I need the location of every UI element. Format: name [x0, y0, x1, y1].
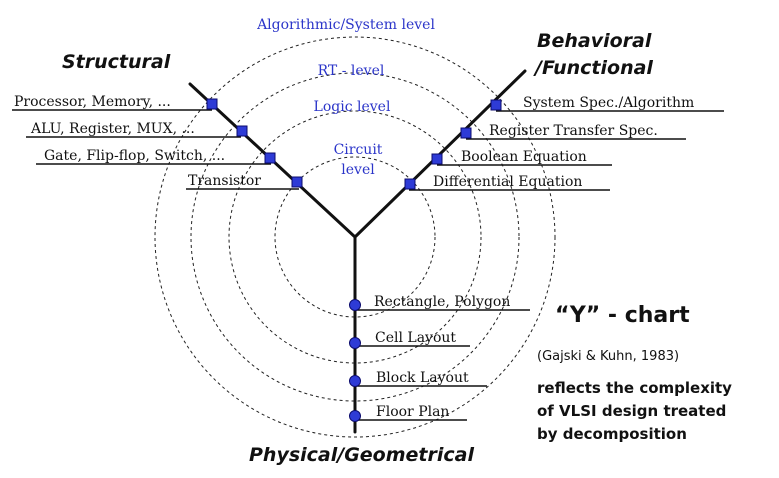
node-structural-circuit [291, 176, 303, 188]
physical-item-block-layout: Block Layout [376, 370, 469, 386]
structural-item-transistor: Transistor [188, 173, 261, 189]
node-behavioral-logic [431, 153, 443, 165]
chart-title: “Y” - chart [555, 303, 690, 328]
node-behavioral-rt [460, 127, 472, 139]
structural-item-gate: Gate, Flip-flop, Switch, ... [44, 148, 225, 164]
citation: (Gajski & Kuhn, 1983) [537, 349, 679, 364]
behavioral-item-register-transfer: Register Transfer Spec. [489, 123, 658, 139]
physical-item-rectangle: Rectangle, Polygon [374, 294, 510, 310]
level-label-algorithmic: Algorithmic/System level [256, 17, 435, 33]
caption: “Y” - chart (Gajski & Kuhn, 1983) reflec… [537, 303, 732, 443]
level-label-rt: RT - level [318, 63, 385, 79]
axis-title-behavioral-line2: /Functional [533, 57, 653, 79]
structural-item-processor: Processor, Memory, ... [14, 94, 171, 110]
node-behavioral-circuit [404, 178, 416, 190]
behavioral-item-boolean: Boolean Equation [461, 149, 587, 165]
node-behavioral-system [490, 99, 502, 111]
node-structural-logic [264, 152, 276, 164]
label-underlines [12, 109, 724, 421]
ring-rt [190, 72, 520, 402]
physical-item-cell-layout: Cell Layout [375, 330, 456, 346]
level-label-circuit-line1: Circuit [334, 142, 383, 158]
structural-item-alu: ALU, Register, MUX, ... [30, 121, 195, 137]
axis-titles: Structural Behavioral /Functional Physic… [62, 30, 653, 466]
ring-logic [228, 110, 482, 364]
physical-item-floor-plan: Floor Plan [376, 404, 449, 420]
structural-items: Processor, Memory, ... ALU, Register, MU… [14, 94, 261, 189]
description-line-3: by decomposition [537, 425, 687, 443]
level-label-circuit-line2: level [341, 162, 375, 178]
node-structural-system [206, 98, 218, 110]
behavioral-item-differential: Differential Equation [433, 174, 582, 190]
axis-title-behavioral-line1: Behavioral [537, 30, 652, 52]
node-physical-circuit [349, 299, 361, 311]
abstraction-rings [154, 36, 556, 438]
node-physical-system [349, 410, 361, 422]
level-label-logic: Logic level [314, 99, 391, 115]
behavioral-items: System Spec./Algorithm Register Transfer… [433, 95, 694, 190]
description-line-1: reflects the complexity [537, 379, 732, 397]
level-labels: Algorithmic/System level RT - level Logi… [256, 17, 435, 178]
node-physical-logic [349, 337, 361, 349]
ring-algorithmic [154, 36, 556, 438]
node-physical-rt [349, 375, 361, 387]
node-structural-rt [236, 125, 248, 137]
physical-items: Rectangle, Polygon Cell Layout Block Lay… [374, 294, 510, 420]
description-line-2: of VLSI design treated [537, 402, 726, 420]
axis-title-physical: Physical/Geometrical [249, 444, 474, 466]
ring-circuit [274, 156, 436, 318]
axis-title-structural: Structural [62, 51, 171, 73]
level-nodes [206, 98, 502, 422]
behavioral-item-system-spec: System Spec./Algorithm [523, 95, 694, 111]
